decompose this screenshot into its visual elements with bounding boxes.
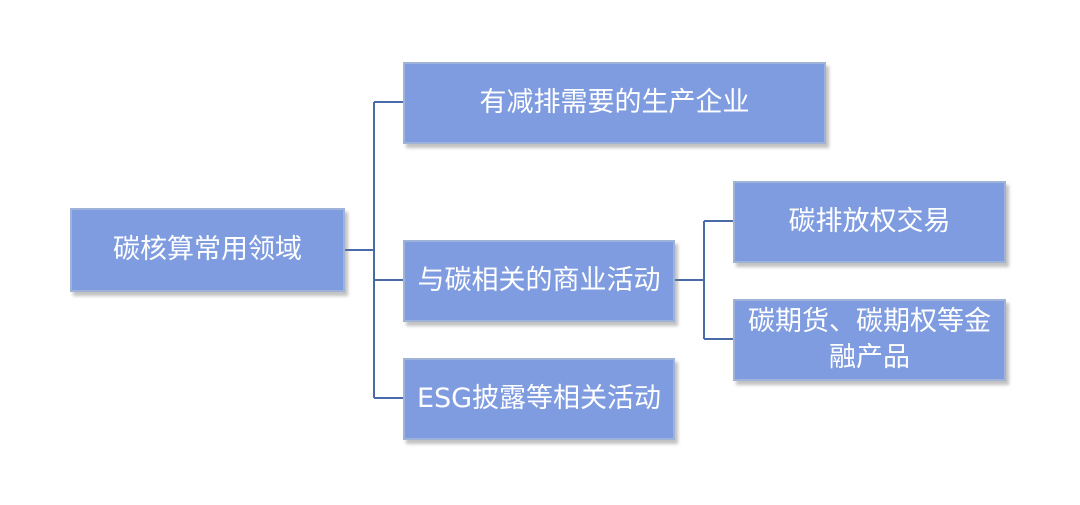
node-label: 碳核算常用领域 [113, 234, 302, 265]
node-carbon-financial-products: 碳期货、碳期权等金融产品 [733, 299, 1006, 381]
node-esg-disclosure: ESG披露等相关活动 [403, 358, 675, 440]
node-carbon-accounting-domains: 碳核算常用领域 [70, 208, 345, 292]
node-label: 碳期货、碳期权等金融产品 [748, 306, 991, 373]
node-label: ESG披露等相关活动 [416, 383, 662, 414]
node-label: 碳排放权交易 [788, 206, 951, 237]
connector-group [345, 101, 733, 399]
node-label: 有减排需要的生产企业 [479, 87, 750, 118]
node-label: 与碳相关的商业活动 [417, 265, 661, 296]
node-carbon-business-activities: 与碳相关的商业活动 [403, 240, 675, 322]
node-emission-rights-trading: 碳排放权交易 [733, 181, 1006, 263]
node-production-enterprises: 有减排需要的生产企业 [403, 62, 826, 144]
